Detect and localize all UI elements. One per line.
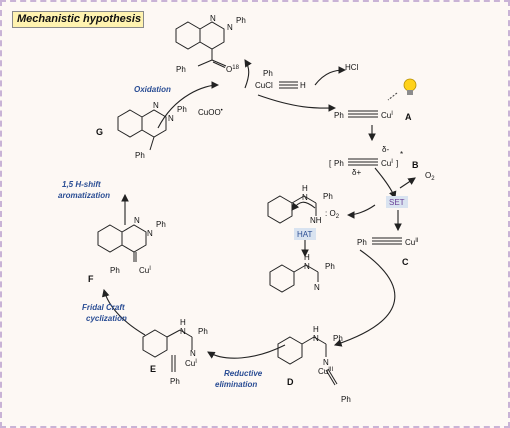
b-star: * xyxy=(400,150,403,159)
label-a: A xyxy=(405,112,412,122)
f-cu: CuI xyxy=(139,266,151,275)
label-d: D xyxy=(287,377,294,387)
reagent-hcl: HCl xyxy=(345,63,359,72)
label-g: G xyxy=(96,127,103,137)
product-ph-2: Ph xyxy=(176,65,186,74)
hat-badge xyxy=(294,228,316,240)
g-ph-2: Ph xyxy=(135,151,145,160)
arrow-cucl-to-a xyxy=(257,94,337,112)
e-ph: Ph xyxy=(198,327,208,336)
light-ray-1 xyxy=(387,92,398,101)
step-friedel-1: Fridal Craft xyxy=(82,303,125,312)
arrow-hcl xyxy=(314,66,347,86)
label-e: E xyxy=(150,364,156,374)
reagent-o2-out: O2 xyxy=(425,171,435,182)
d-ph: Ph xyxy=(333,334,343,343)
step-reductive-1: Reductive xyxy=(224,369,263,378)
amidine-n: N xyxy=(302,193,308,202)
a-cu: CuI xyxy=(381,111,393,120)
b-delta-minus: δ- xyxy=(382,145,389,154)
step-oxidation: Oxidation xyxy=(134,85,171,94)
product-n-2: N xyxy=(227,23,233,32)
amidine2-n-2: N xyxy=(314,283,320,292)
f-n-1: N xyxy=(134,216,140,225)
arrow-e-to-f xyxy=(101,288,146,336)
c-ph: Ph xyxy=(357,238,367,247)
d-n-2: N xyxy=(323,358,329,367)
b-bracket-r: ] xyxy=(396,159,398,168)
b-ph: Ph xyxy=(334,159,344,168)
step-hshift-1: 1,5 H-shift xyxy=(62,180,101,189)
e-n: N xyxy=(180,327,186,336)
b-bracket-l: [ xyxy=(329,159,332,168)
a-ph: Ph xyxy=(334,111,344,120)
amidine-nh: H xyxy=(302,184,308,193)
arrow-c-to-d xyxy=(333,249,396,347)
e-nh: H xyxy=(180,318,186,327)
d-nh: H xyxy=(313,325,319,334)
product-structure xyxy=(175,21,227,68)
arrow-to-o2-radical xyxy=(346,204,376,219)
b-delta-plus: δ+ xyxy=(352,168,361,177)
label-b: B xyxy=(412,160,419,170)
amidine-structure xyxy=(267,195,319,293)
set-badge xyxy=(386,196,408,208)
g-ph: Ph xyxy=(177,105,187,114)
figure-title: Mechanistic hypothesis xyxy=(12,11,144,28)
structure-g xyxy=(117,109,167,151)
label-c: C xyxy=(402,257,409,267)
d-ph-2: Ph xyxy=(341,395,351,404)
label-f: F xyxy=(88,274,94,284)
step-friedel-2: cyclization xyxy=(86,314,127,323)
d-cu: CuIII xyxy=(318,367,334,376)
e-ph-2: Ph xyxy=(170,377,180,386)
d-n: N xyxy=(313,334,319,343)
reagent-h: H xyxy=(300,81,306,90)
amidine-nh-2: NH xyxy=(310,216,322,225)
catalytic-cycle xyxy=(101,59,416,359)
structure-f xyxy=(97,224,147,262)
arrow-hat-curve xyxy=(291,201,316,211)
g-n-1: N xyxy=(153,101,159,110)
reagent-cucl: CuCl xyxy=(255,81,273,90)
arrow-g-to-oxidation xyxy=(157,81,220,129)
f-n-2: N xyxy=(147,229,153,238)
step-hshift-2: aromatization xyxy=(58,191,110,200)
product-ph: Ph xyxy=(236,16,246,25)
f-ph: Ph xyxy=(156,220,166,229)
reagent-ph: Ph xyxy=(263,69,273,78)
hat-label: HAT xyxy=(297,230,313,239)
e-cu: CuI xyxy=(185,359,197,368)
alkyne-bonds xyxy=(279,81,402,245)
product-n-1: N xyxy=(210,14,216,23)
e-n-2: N xyxy=(190,349,196,358)
arrow-d-to-e xyxy=(207,344,286,359)
b-cu: CuI xyxy=(381,159,393,168)
c-cu: CuII xyxy=(405,238,419,247)
reagent-cuoo: CuOO• xyxy=(198,108,223,117)
structure-e xyxy=(142,329,193,372)
arrow-b-to-set xyxy=(374,167,397,200)
step-reductive-2: elimination xyxy=(215,380,257,389)
f-ph-2: Ph xyxy=(110,266,120,275)
arrow-to-product xyxy=(244,59,252,89)
amidine2-n: N xyxy=(304,262,310,271)
set-label: SET xyxy=(389,198,405,207)
amidine2-ph: Ph xyxy=(325,262,335,271)
structure-d xyxy=(277,336,338,386)
reagent-o2-radical: : O2 xyxy=(325,209,340,220)
light-bulb-icon xyxy=(403,78,417,95)
amidine2-nh: H xyxy=(304,253,310,262)
amidine-ph: Ph xyxy=(323,192,333,201)
product-o18: O18 xyxy=(226,65,240,74)
g-n-2: N xyxy=(168,114,174,123)
arrow-o2-out xyxy=(399,177,416,189)
